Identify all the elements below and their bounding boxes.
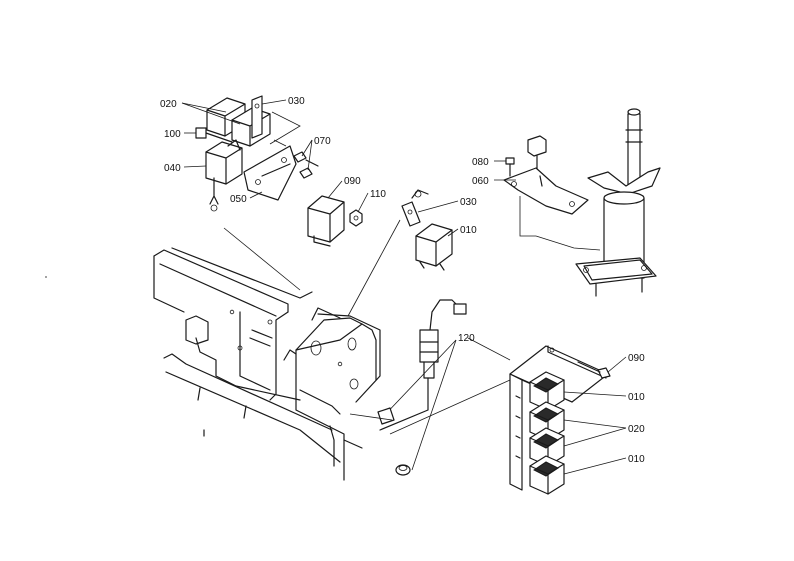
label-040: 040 <box>164 163 181 174</box>
screw-070 <box>293 151 319 179</box>
bolt-100 <box>195 127 233 143</box>
box-relay-020-a <box>529 401 565 441</box>
label-030-top: 030 <box>288 96 305 107</box>
bushing-parts <box>349 407 411 476</box>
label-090: 090 <box>344 176 361 187</box>
box-relay-020-b <box>529 427 565 467</box>
sensor-120 <box>379 299 467 431</box>
box-relay-010-a <box>529 371 565 411</box>
label-070: 070 <box>314 136 331 147</box>
bracket-060 <box>503 167 589 215</box>
relay-010-mid <box>415 223 453 271</box>
screw-080 <box>505 157 515 177</box>
label-090-box: 090 <box>628 353 645 364</box>
label-010-mid: 010 <box>460 225 477 236</box>
label-020: 020 <box>160 99 177 110</box>
nut-110 <box>349 209 363 227</box>
mounting-plate-050 <box>243 145 297 201</box>
label-050: 050 <box>230 194 247 205</box>
label-080: 080 <box>472 157 489 168</box>
relay-090 <box>307 195 345 247</box>
label-060: 060 <box>472 176 489 187</box>
box-relay-010-b <box>529 455 565 495</box>
label-010-box-a: 010 <box>628 392 645 403</box>
relay-040 <box>205 139 243 212</box>
frame-left-rail <box>153 247 341 463</box>
label-120: 120 <box>458 333 475 344</box>
frame-right-bracket <box>283 307 381 481</box>
label-110: 110 <box>370 189 386 200</box>
label-010-box-b: 010 <box>628 454 645 465</box>
steering-column <box>575 108 661 297</box>
label-030-mid: 030 <box>460 197 477 208</box>
leader-lines <box>45 99 627 475</box>
screw-090-box <box>577 361 611 379</box>
bracket-030-top <box>251 95 263 139</box>
relay-box <box>509 345 609 491</box>
label-020-box: 020 <box>628 424 645 435</box>
bracket-030-mid <box>401 189 429 227</box>
bolt-top-column <box>527 135 547 171</box>
label-100: 100 <box>164 129 181 140</box>
